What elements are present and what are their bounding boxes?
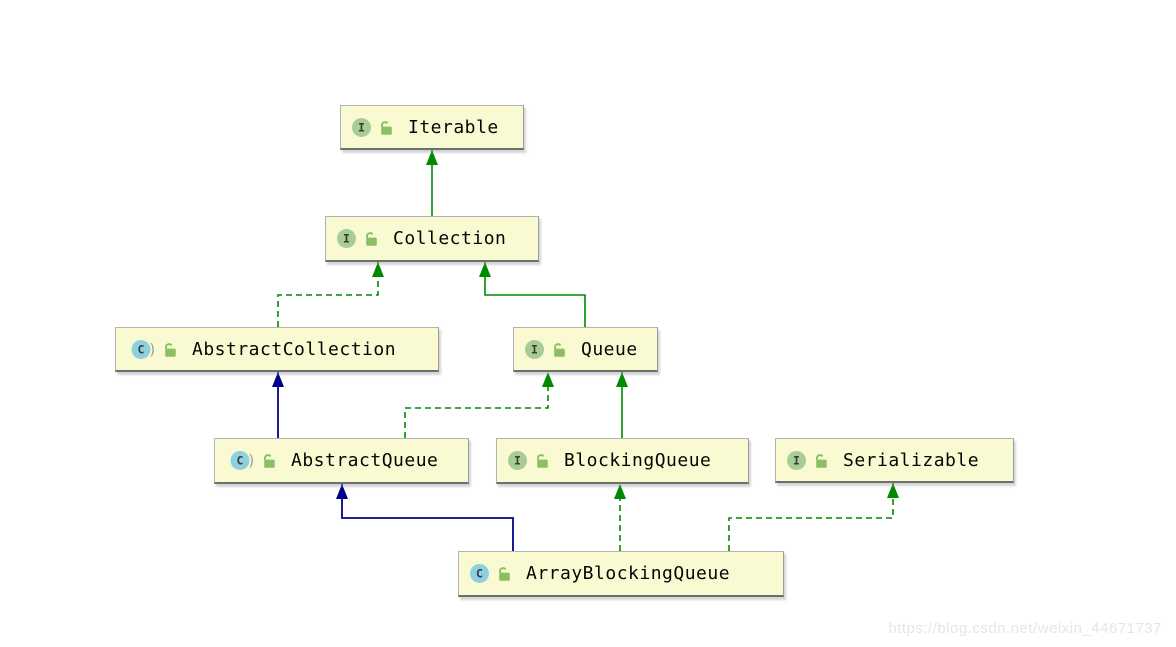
class-node-abstract-queue[interactable]: ()C AbstractQueue xyxy=(214,438,469,484)
class-node-abstract-collection[interactable]: ()C AbstractCollection xyxy=(115,327,439,372)
svg-text:C: C xyxy=(476,567,483,581)
edge-queue-extends-collection xyxy=(479,262,586,327)
class-node-collection[interactable]: I Collection xyxy=(325,216,539,262)
class-node-serializable[interactable]: I Serializable xyxy=(775,438,1014,483)
public-unlocked-icon xyxy=(260,452,277,469)
svg-text:C: C xyxy=(237,454,244,468)
public-unlocked-icon xyxy=(495,565,512,582)
svg-text:I: I xyxy=(343,232,350,246)
svg-text:I: I xyxy=(358,120,365,134)
public-unlocked-icon xyxy=(550,341,567,358)
svg-text:): ) xyxy=(247,452,255,470)
class-icon: C xyxy=(469,563,490,584)
interface-icon: I xyxy=(336,228,357,249)
class-name-label: AbstractCollection xyxy=(192,338,397,360)
class-node-array-blocking-queue[interactable]: C ArrayBlockingQueue xyxy=(458,551,784,597)
class-name-label: Queue xyxy=(581,338,638,360)
edge-abstract-collection-implements-collection xyxy=(277,262,384,327)
public-unlocked-icon xyxy=(812,452,829,469)
class-node-iterable[interactable]: I Iterable xyxy=(340,105,524,150)
edge-abstract-queue-implements-queue xyxy=(404,372,554,438)
watermark: https://blog.csdn.net/weixin_44671737 xyxy=(888,620,1162,637)
class-node-blocking-queue[interactable]: I BlockingQueue xyxy=(496,438,749,484)
class-name-label: Serializable xyxy=(843,449,980,471)
public-unlocked-icon xyxy=(533,452,550,469)
svg-text:I: I xyxy=(514,454,521,468)
svg-text:C: C xyxy=(138,342,145,356)
class-name-label: AbstractQueue xyxy=(291,450,439,471)
svg-text:I: I xyxy=(793,453,800,467)
public-unlocked-icon xyxy=(362,230,379,247)
interface-icon: I xyxy=(507,450,528,471)
class-name-label: Iterable xyxy=(408,116,499,138)
class-name-label: ArrayBlockingQueue xyxy=(526,563,731,584)
abstract-class-icon: ()C xyxy=(126,339,156,360)
interface-icon: I xyxy=(351,117,372,138)
class-node-queue[interactable]: I Queue xyxy=(513,327,658,372)
edge-array-blocking-queue-extends-abstract-queue xyxy=(336,484,514,551)
class-name-label: Collection xyxy=(393,228,507,249)
svg-text:): ) xyxy=(148,340,156,358)
class-name-label: BlockingQueue xyxy=(564,450,712,471)
abstract-class-icon: ()C xyxy=(225,450,255,471)
public-unlocked-icon xyxy=(377,119,394,136)
interface-icon: I xyxy=(524,339,545,360)
interface-icon: I xyxy=(786,450,807,471)
edge-array-blocking-queue-implements-serializable xyxy=(728,483,899,551)
public-unlocked-icon xyxy=(161,341,178,358)
svg-text:I: I xyxy=(531,342,538,356)
